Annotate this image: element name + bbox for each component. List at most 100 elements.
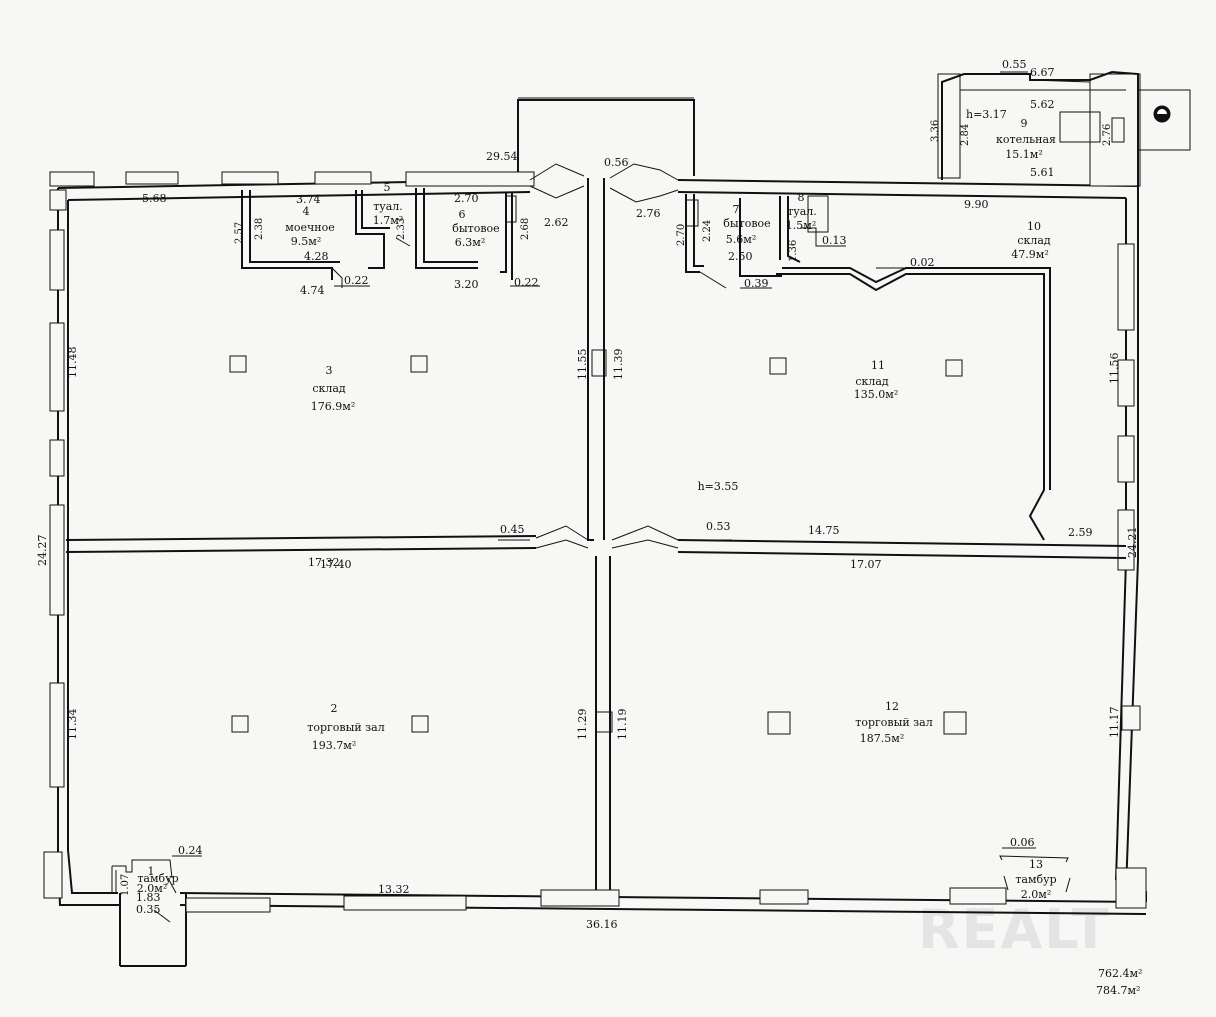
watermark: REALT [918,898,1111,961]
dim-label: 9.90 [964,198,989,211]
room-2-name: торговый зал [307,721,384,734]
room-12-number: 12 [885,700,899,713]
dim-label: 2.24 [702,220,713,242]
dim-label: 4.28 [304,250,329,263]
dim-label: 11.29 [576,709,589,741]
dim-label: 11.39 [612,349,625,381]
dim-label: 6.67 [1030,66,1055,79]
dim-label: 2.76 [636,207,661,220]
vertical-dimension-labels: 2.57 2.38 2.33 2.68 2.70 2.24 1.36 3.36 … [36,120,1139,896]
room-11-name: склад [855,375,889,388]
dim-label: 11.17 [1108,707,1121,739]
dim-label: 2.76 [1102,124,1113,146]
room-6-name: бытовое [452,222,499,235]
dim-label: 0.56 [604,156,629,169]
room-9-height: h=3.17 [966,108,1007,121]
room-10-name: склад [1017,234,1051,247]
total-area-main: 762.4м² [1098,967,1142,980]
dim-label: 2.38 [254,218,265,240]
total-area-overall: 784.7м² [1096,984,1140,997]
dim-label: 0.22 [514,276,539,289]
dim-label: 14.75 [808,524,840,537]
dim-label-17-40: 17.40 [320,558,352,571]
room-5-number: 5 [384,181,391,194]
dim-label: 2.57 [234,222,245,244]
dim-label: 5.61 [1030,166,1055,179]
room-4-name: моечное [285,221,334,234]
dim-label: 36.16 [586,918,618,931]
dim-label: 3.36 [930,120,941,142]
room-4-area: 9.5м² [291,235,321,248]
dim-label: 2.50 [728,250,753,263]
room-13-name: тамбур [1015,873,1056,886]
room-5-name: туал. [373,200,403,213]
dim-label: 0.06 [1010,836,1035,849]
room-labels: 1 тамбур 2.0м² 2 торговый зал 193.7м² 3 … [137,108,1057,901]
dimension-labels: 29.54 0.56 5.68 3.74 2.70 4.28 4.74 0.22… [136,58,1093,931]
dim-label: 3.74 [296,193,321,206]
dim-label: 17.32 [308,556,340,569]
room-1-number: 1 [148,865,155,878]
room-6-number: 6 [459,208,466,221]
dim-label: 1.07 [120,874,131,896]
dim-label: 0.24 [178,844,203,857]
dim-label: 17.07 [850,558,882,571]
room-2-number: 2 [331,702,338,715]
dim-label: 3.20 [454,278,479,291]
room-8-name: туал. [787,205,817,218]
interior-walls [65,163,1127,923]
room-2-area: 193.7м² [312,739,356,752]
room-1-area: 2.0м² [137,882,167,895]
ceiling-height: h=3.55 [698,480,739,493]
dim-label: 11.55 [576,349,589,381]
dim-label: 0.22 [344,274,369,287]
outer-walls [57,97,1147,967]
room-3-area: 176.9м² [311,400,355,413]
room-6-area: 6.3м² [455,236,485,249]
room-1-name: тамбур [137,872,178,885]
dim-label: 0.02 [910,256,935,269]
room-3-number: 3 [326,364,333,377]
room-11-number: 11 [871,359,885,372]
room-12-area: 187.5м² [860,732,904,745]
room-13-number: 13 [1029,858,1043,871]
room-8-number: 8 [798,191,805,204]
dim-label: 0.39 [744,277,769,290]
dim-label: 24.21 [1126,527,1139,559]
room-11-area: 135.0м² [854,388,898,401]
room-7-name: бытовое [723,217,770,230]
room-7-number: 7 [733,203,740,216]
room-12-name: торговый зал [855,716,932,729]
dim-label: 24.27 [36,535,49,567]
dim-label: 0.55 [1002,58,1027,71]
room-10-area: 47.9м² [1011,248,1048,261]
room-9-area: 15.1м² [1005,148,1042,161]
dim-label: 11.19 [616,709,629,741]
dim-label: 2.68 [520,218,531,240]
dim-label: 2.59 [1068,526,1093,539]
dim-label: 0.35 [136,903,161,916]
dim-label: 11.56 [1108,353,1121,385]
dim-label: 11.34 [66,709,79,741]
room-9-name: котельная [996,133,1056,146]
boiler-room-walls [941,70,1191,186]
room-3-name: склад [312,382,346,395]
dim-label: 0.53 [706,520,731,533]
dim-label: 5.62 [1030,98,1055,111]
dim-label: 1.36 [788,240,799,262]
dim-label: 29.54 [486,150,518,163]
dim-label: 2.70 [454,192,479,205]
dim-label: 2.62 [544,216,569,229]
dim-label: 5.68 [142,192,167,205]
room-8-area: 1.5м² [786,219,816,232]
dimension-lines [172,71,1036,857]
room-4-number: 4 [303,205,310,218]
windows [43,73,1147,913]
dim-label: 2.33 [396,218,407,240]
dim-label: 0.13 [822,234,847,247]
dim-label: 4.74 [300,284,325,297]
dim-label: 2.84 [960,124,971,146]
dim-label: 0.45 [500,523,525,536]
dim-label: 2.70 [676,224,687,246]
